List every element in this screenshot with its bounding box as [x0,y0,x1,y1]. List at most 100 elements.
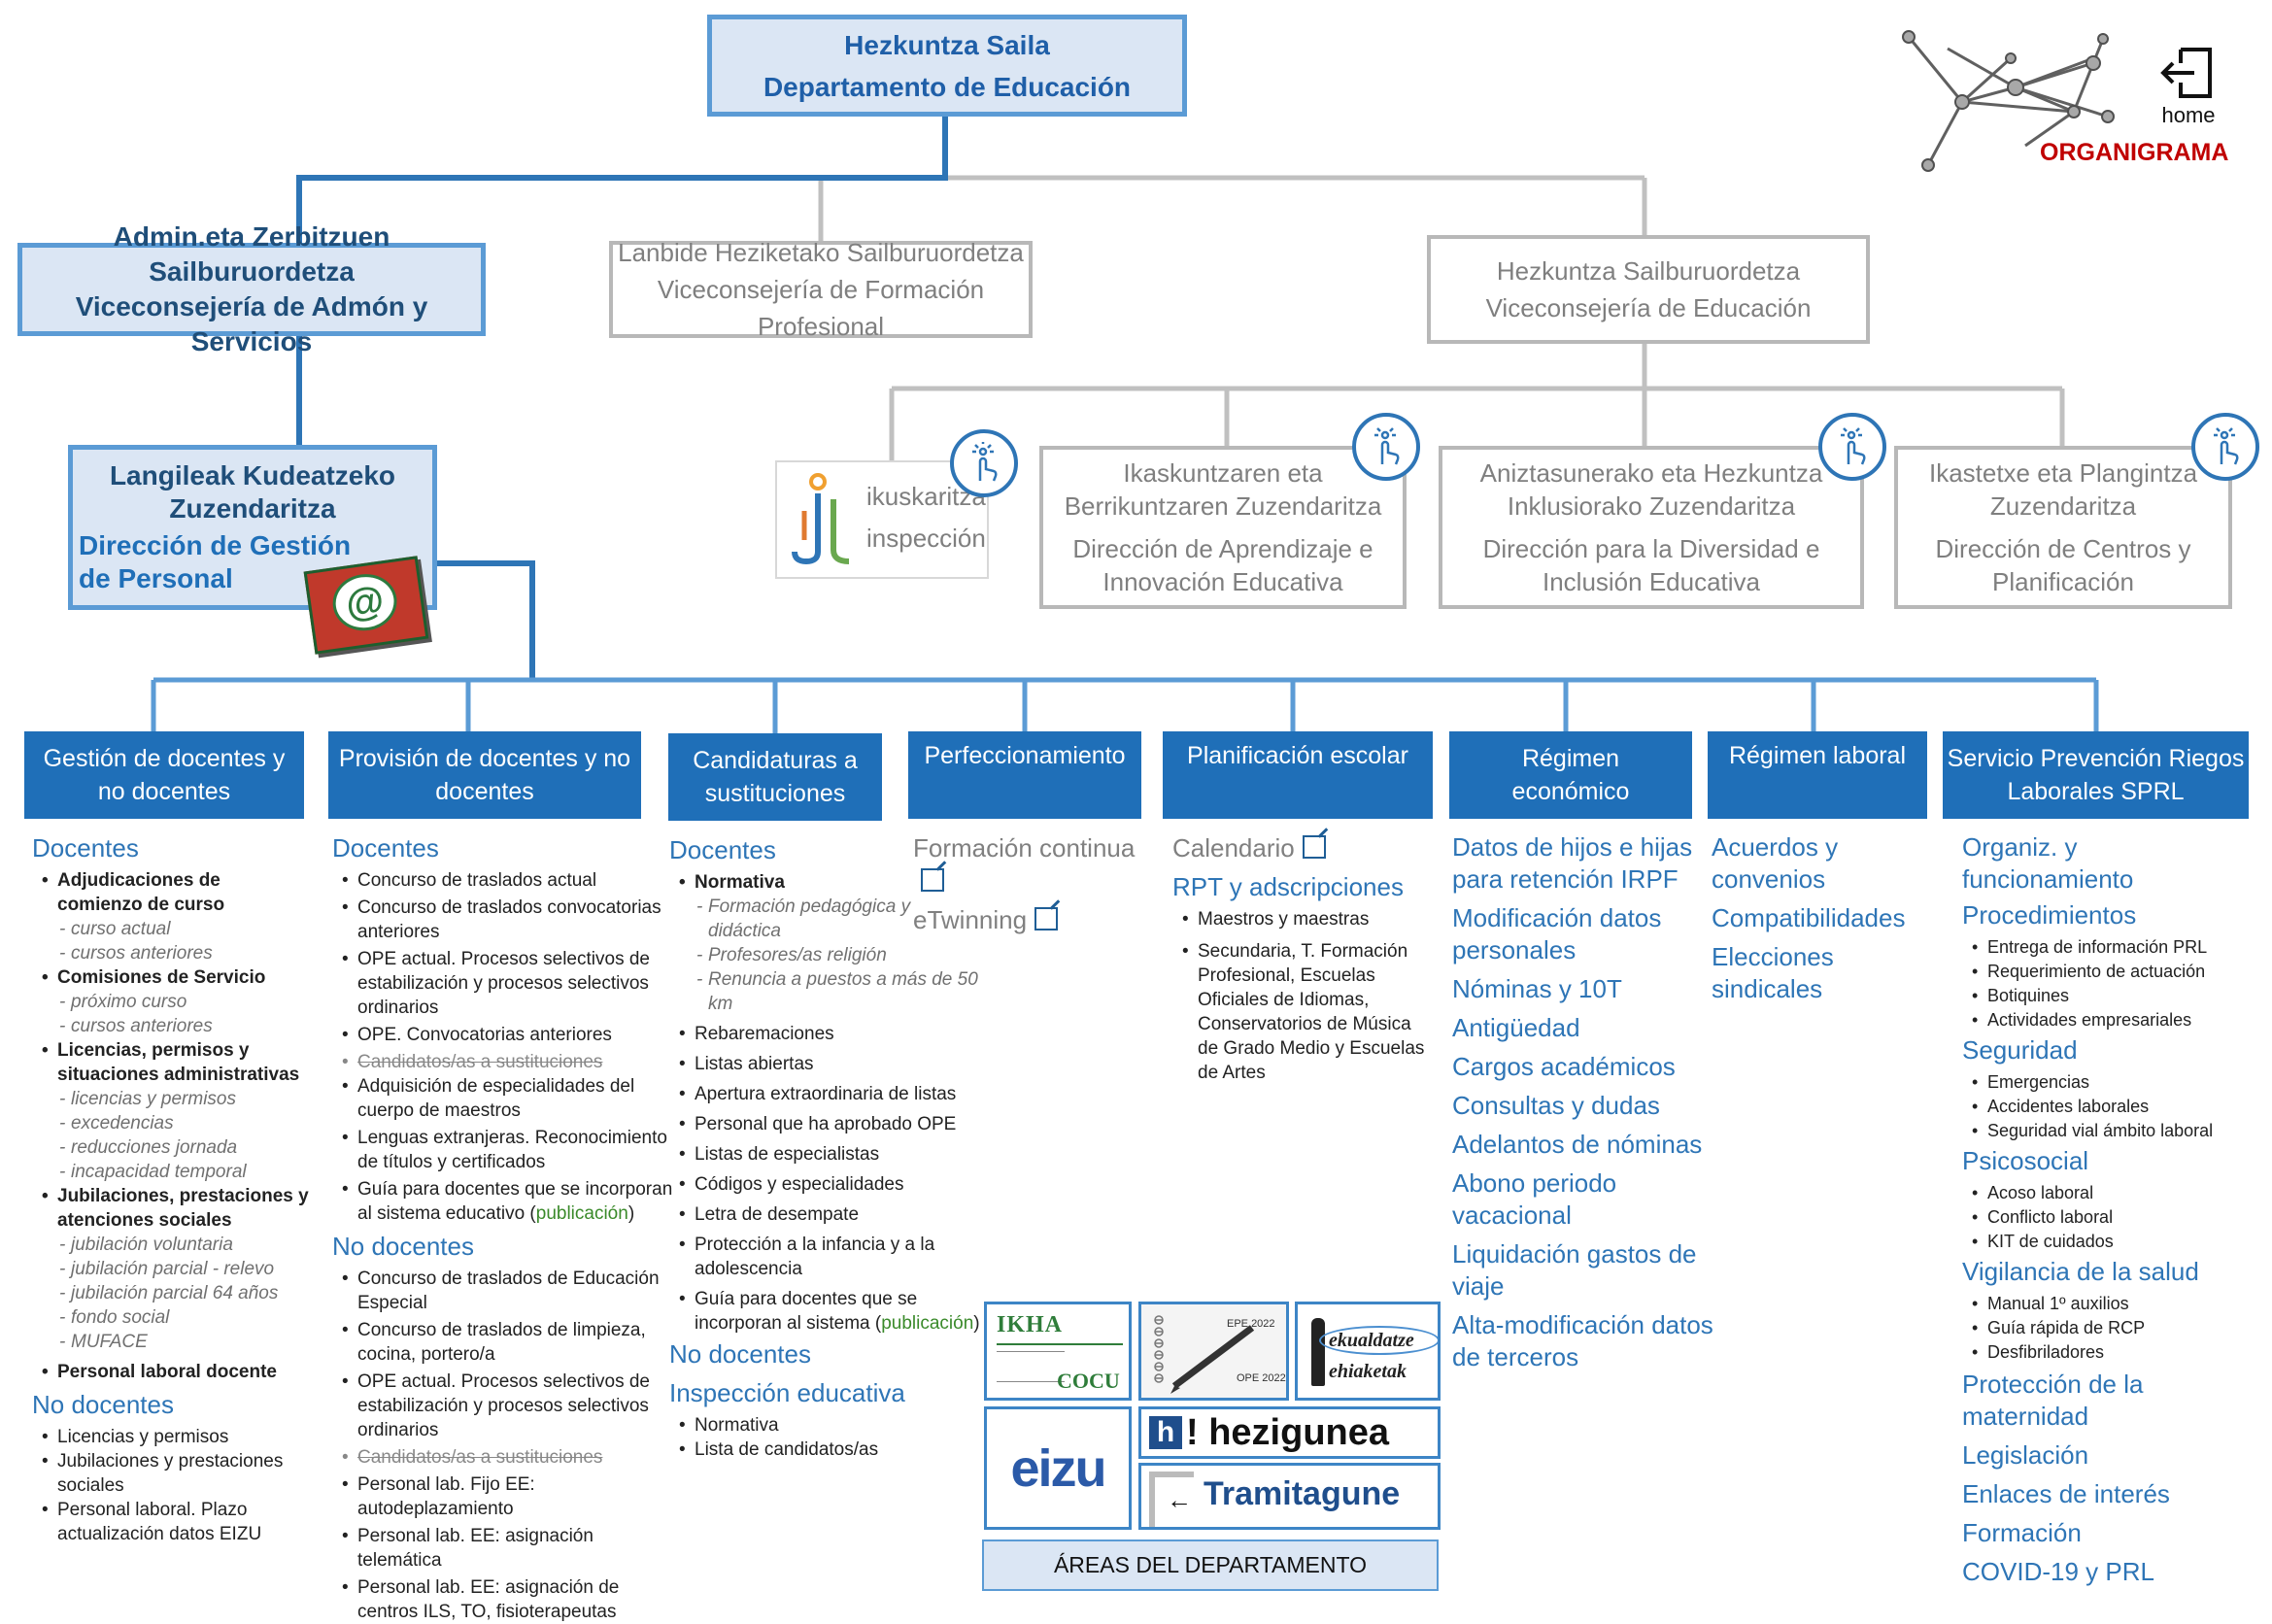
header-perfeccionamiento[interactable]: Perfeccionamiento [908,731,1141,819]
sub-item[interactable]: jubilación voluntaria [59,1233,309,1257]
inspeccion-box[interactable]: ikuskaritza inspección [775,460,989,579]
publicacion-link[interactable]: publicación [535,1203,628,1224]
department-box[interactable]: Hezkuntza Saila Departamento de Educació… [707,15,1187,117]
list-item[interactable]: Desfibriladores [1972,1340,2254,1365]
link-item[interactable]: Seguridad [1962,1035,2078,1065]
eizu-logo[interactable]: eizu [984,1406,1132,1530]
link-item[interactable]: Adelantos de nóminas [1452,1130,1703,1159]
list-item[interactable]: Personal lab. EE: asignación de centros … [342,1575,682,1624]
list-item[interactable]: OPE. Convocatorias anteriores [342,1023,682,1047]
publicacion-link[interactable]: publicación [881,1313,974,1334]
personal-box[interactable]: Langileak Kudeatzeko Zuzendaritza Direcc… [68,445,437,610]
list-item[interactable]: Lista de candidatos/as [679,1438,980,1462]
list-item[interactable]: Apertura extraordinaria de listas [679,1082,980,1106]
docentes-heading[interactable]: Docentes [32,833,139,863]
header-regimen-economico[interactable]: Régimen económico [1449,731,1692,819]
list-item[interactable]: Comisiones de Servicio próximo curso cur… [42,965,309,1038]
link-item[interactable]: Formación [1962,1518,2082,1547]
ikha-cocu-logo[interactable]: IKHA COCU [984,1302,1132,1401]
list-item[interactable]: Listas abiertas [679,1052,980,1076]
areas-departamento-button[interactable]: ÁREAS DEL DEPARTAMENTO [982,1539,1439,1591]
list-item[interactable]: Requerimiento de actuación [1972,960,2254,984]
header-regimen-laboral[interactable]: Régimen laboral [1708,731,1927,819]
epe-ope-logo[interactable]: EPE 2022 OPE 2022 [1138,1302,1289,1401]
sub-item[interactable]: MUFACE [59,1330,309,1354]
list-item[interactable]: Adjudicaciones de comienzo de curso curs… [42,868,309,965]
sub-item[interactable]: incapacidad temporal [59,1160,309,1184]
link-item[interactable]: Nóminas y 10T [1452,974,1622,1003]
list-item[interactable]: Actividades empresariales [1972,1008,2254,1032]
vice-fp-box[interactable]: Lanbide Heziketako Sailburuordetza Vicec… [609,238,1033,341]
header-candidaturas[interactable]: Candidaturas a sustituciones [668,733,882,821]
link-item[interactable]: Cargos académicos [1452,1052,1676,1081]
home-button[interactable]: home [2154,44,2222,131]
email-at-icon[interactable]: @ [303,556,429,655]
touch-hand-icon[interactable] [1818,413,1886,481]
touch-hand-icon[interactable] [2191,413,2259,481]
sub-item-cursos-anteriores[interactable]: cursos anteriores [59,1014,309,1038]
link-item[interactable]: Consultas y dudas [1452,1091,1660,1120]
touch-hand-icon[interactable] [1352,413,1420,481]
link-item[interactable]: Vigilancia de la salud [1962,1257,2199,1286]
list-item[interactable]: Personal lab. Fijo EE: autodeplazamiento [342,1472,682,1521]
link-item[interactable]: Antigüedad [1452,1013,1580,1042]
link-item[interactable]: Liquidación gastos de viaje [1452,1239,1697,1301]
touch-hand-icon[interactable] [950,429,1018,497]
list-item[interactable]: Licencias y permisos [42,1425,309,1449]
list-item[interactable]: Concurso de traslados de limpieza, cocin… [342,1318,682,1367]
sub-item[interactable]: licencias y permisos [59,1087,309,1111]
header-sprl[interactable]: Servicio Prevención Riegos Laborales SPR… [1943,731,2249,819]
sub-item[interactable]: Profesores/as religión [696,943,980,967]
list-item[interactable]: Personal lab. EE: asignación telemática [342,1524,682,1573]
vice-admin-box[interactable]: Admin.eta Zerbitzuen Sailburuordetza Vic… [17,221,486,356]
list-item[interactable]: Manual 1º auxilios [1972,1292,2254,1316]
list-item[interactable]: Concurso de traslados de Educación Espec… [342,1267,682,1315]
sub-item-cursos-anteriores[interactable]: cursos anteriores [59,941,309,965]
list-item[interactable]: Secundaria, T. Formación Profesional, Es… [1182,939,1435,1085]
list-item[interactable]: Rebaremaciones [679,1022,980,1046]
link-item[interactable]: Abono periodo vacacional [1452,1168,1617,1230]
list-item[interactable]: Personal laboral docente [42,1360,309,1384]
link-item[interactable]: Legislación [1962,1440,2089,1470]
list-item[interactable]: Listas de especialistas [679,1142,980,1167]
link-item[interactable]: Protección de la maternidad [1962,1370,2144,1431]
list-item[interactable]: Personal que ha aprobado OPE [679,1112,980,1136]
list-item[interactable]: OPE actual. Procesos selectivos de estab… [342,947,682,1020]
link-item[interactable]: Enlaces de interés [1962,1479,2170,1508]
sub-item[interactable]: reducciones jornada [59,1135,309,1160]
sub-item[interactable]: jubilación parcial 64 años [59,1281,309,1305]
list-item[interactable]: Normativa [679,1413,980,1438]
list-item[interactable]: Jubilaciones y prestaciones sociales [42,1449,309,1498]
dir-centros-box[interactable]: Ikastetxe eta Plangintza Zuzendaritza Di… [1894,446,2232,609]
sub-item[interactable]: jubilación parcial - relevo [59,1257,309,1281]
list-item[interactable]: Jubilaciones, prestaciones y atenciones … [42,1184,309,1354]
list-item[interactable]: Accidentes laborales [1972,1095,2254,1119]
vice-edu-box[interactable]: Hezkuntza Sailburuordetza Viceconsejería… [1427,235,1870,344]
list-item[interactable]: Personal laboral. Plazo actualización da… [42,1498,309,1546]
list-item[interactable]: Lenguas extranjeras. Reconocimiento de t… [342,1126,682,1174]
list-item[interactable]: Concurso de traslados convocatorias ante… [342,896,682,944]
sub-item[interactable]: fondo social [59,1305,309,1330]
list-item[interactable]: Botiquines [1972,984,2254,1008]
sub-item[interactable]: excedencias [59,1111,309,1135]
list-item[interactable]: Conflicto laboral [1972,1205,2254,1230]
no-docentes-heading[interactable]: No docentes [32,1390,174,1419]
list-item[interactable]: Entrega de información PRL [1972,935,2254,960]
formacion-continua-link[interactable]: Formación continua [913,831,1146,897]
calendario-link[interactable]: Calendario [1172,831,1435,864]
no-docentes-heading[interactable]: No docentes [332,1232,474,1261]
header-planificacion[interactable]: Planificación escolar [1163,731,1433,819]
list-item[interactable]: Maestros y maestras [1182,907,1435,931]
list-item[interactable]: Licencias, permisos y situaciones admini… [42,1038,309,1184]
docentes-heading[interactable]: Docentes [669,835,776,864]
dir-aprendizaje-box[interactable]: Ikaskuntzaren eta Berrikuntzaren Zuzenda… [1039,446,1407,609]
list-item[interactable]: KIT de cuidados [1972,1230,2254,1254]
link-item[interactable]: Acuerdos y convenios [1712,832,1839,894]
dir-diversidad-box[interactable]: Aniztasunerako eta Hezkuntza Inklusiorak… [1439,446,1864,609]
link-item[interactable]: Procedimientos [1962,900,2137,930]
list-item[interactable]: Seguridad vial ámbito laboral [1972,1119,2254,1143]
list-item[interactable]: Acoso laboral [1972,1181,2254,1205]
docentes-heading[interactable]: Docentes [332,833,439,863]
sub-item-proximo-curso[interactable]: próximo curso [59,990,309,1014]
rpt-heading[interactable]: RPT y adscripciones [1172,872,1404,901]
